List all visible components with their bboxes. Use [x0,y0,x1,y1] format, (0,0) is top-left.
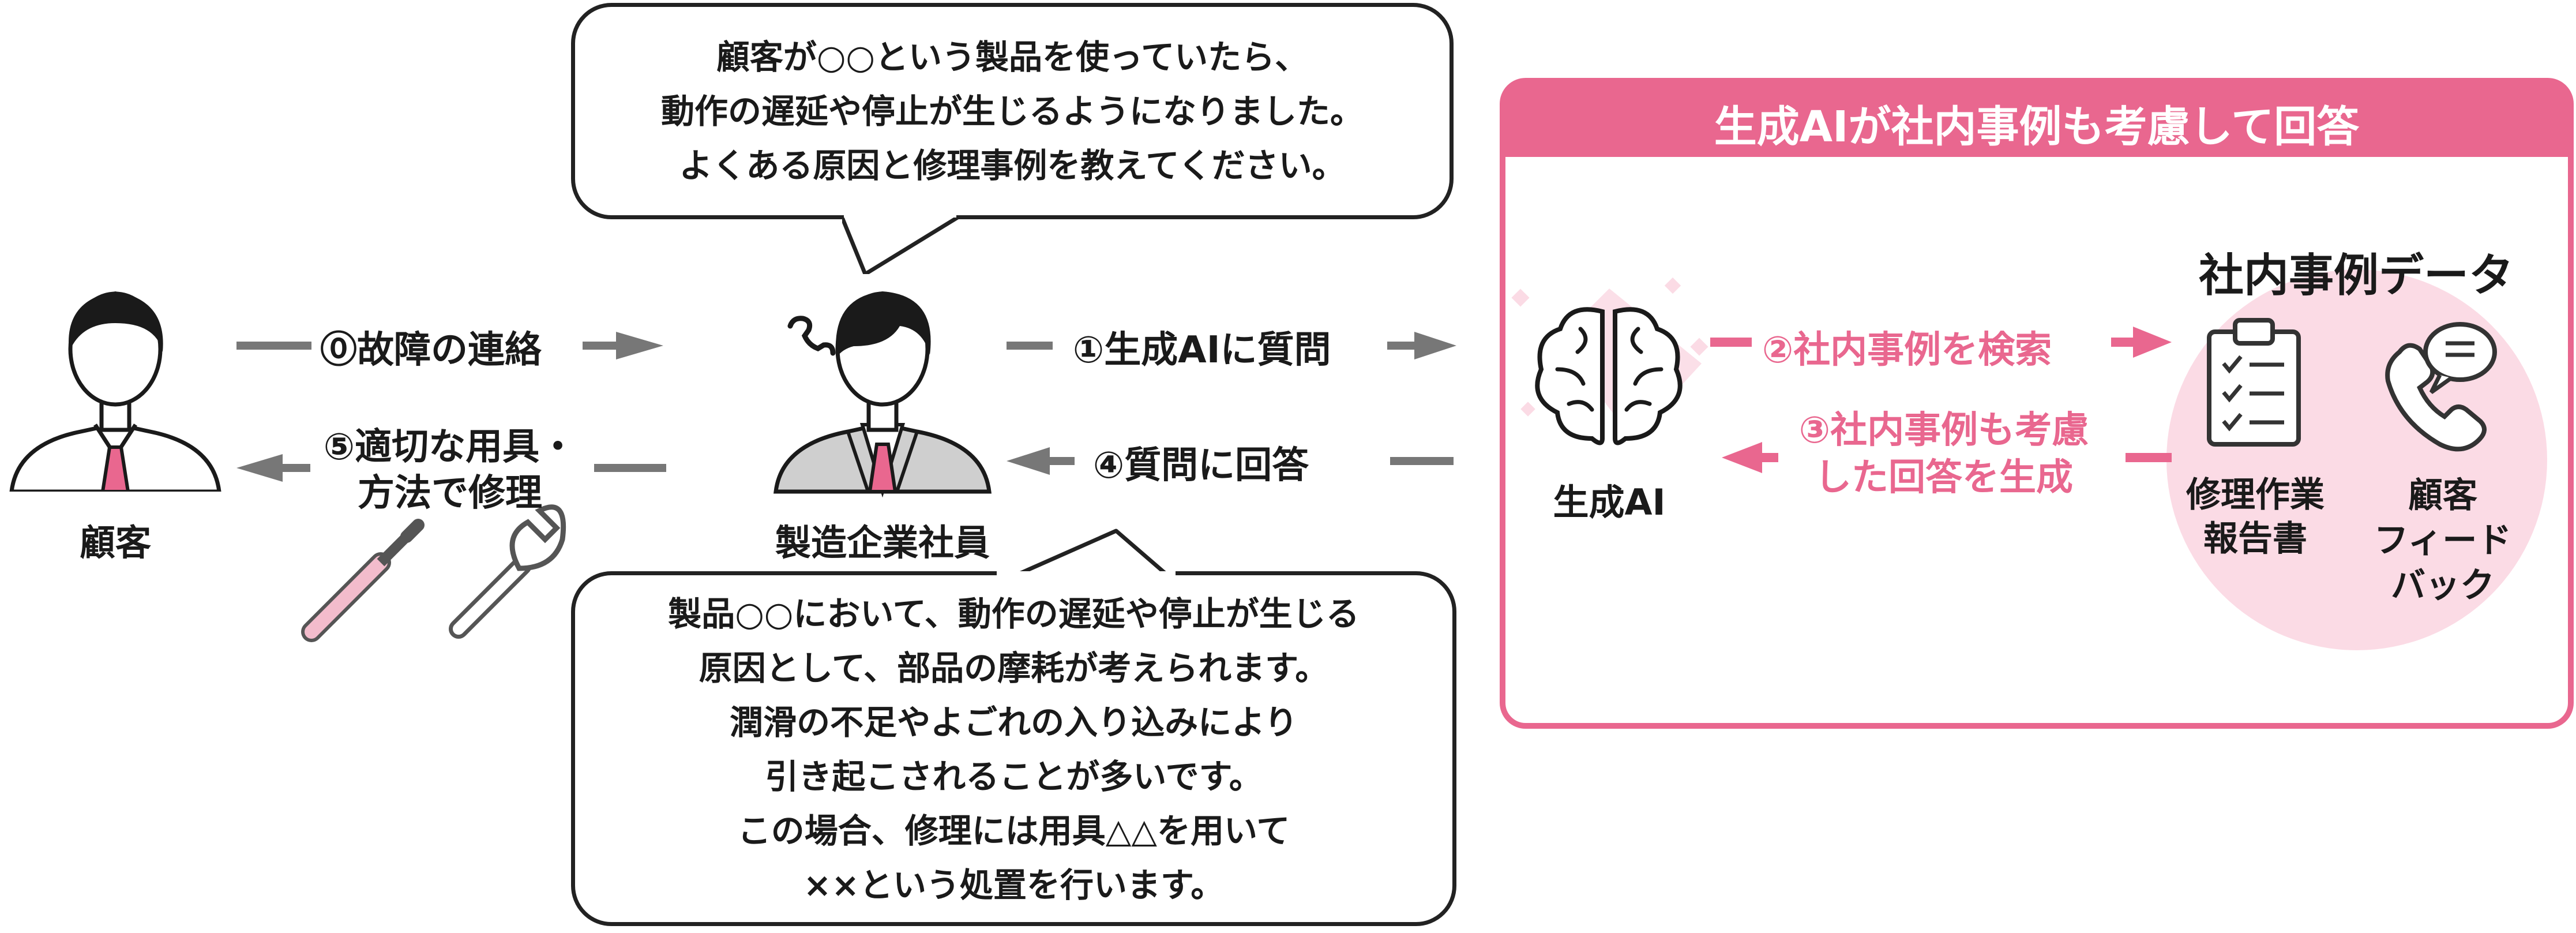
employee-label: 製造企業社員 [775,522,990,564]
answer-line-1: 製品○○において、動作の遅延や停止が生じる [668,594,1360,634]
step3-label: ③社内事例も考慮 した回答を生成 [1765,407,2123,501]
feedback-line-1: 顧客 [2408,475,2477,516]
ai-panel-header [1503,81,2571,157]
answer-line-3: 潤滑の不足やよごれの入り込みにより [730,703,1298,742]
answer-line-6: ××という処置を行います。 [803,865,1225,905]
ai-label: 生成AI [1553,481,1666,523]
step1-label: ①生成AIに質問 [1073,329,1331,372]
step5-line-2: 方法で修理 [358,472,542,515]
question-line-2: 動作の遅延や停止が生じるようになりました。 [660,92,1364,131]
question-bubble-tail [842,211,959,274]
answer-speech-bubble: 製品○○において、動作の遅延や停止が生じる 原因として、部品の摩耗が考えられます… [571,571,1456,926]
answer-line-2: 原因として、部品の摩耗が考えられます。 [699,649,1329,688]
step0-label: ⓪故障の連絡 [320,329,542,372]
step4-label: ④質問に回答 [1093,444,1309,487]
step3-line-2: した回答を生成 [1815,456,2073,499]
arrow-step2 [1710,327,2172,358]
arrow-step3 [1722,442,2172,473]
question-line-3: よくある原因と修理事例を教えてください。 [679,146,1346,185]
answer-line-5: この場合、修理には用具△△を用いて [737,811,1290,850]
answer-line-4: 引き起こされることが多いです。 [765,757,1263,796]
customer-label: 顧客 [79,522,151,564]
question-speech-bubble: 顧客が○○という製品を使っていたら、 動作の遅延や停止が生じるようになりました。… [571,3,1454,219]
clipboard-icon [2207,318,2301,447]
employee-person-icon [773,291,992,498]
repair-report-line-2: 報告書 [2203,519,2307,559]
feedback-label: 顧客 フィード バック [2353,473,2532,608]
arrow-step1 [1007,332,1456,359]
step2-label: ②社内事例を検索 [1762,329,2052,372]
step5-line-1: ⑤適切な用具・ [323,426,577,469]
feedback-line-3: バック [2391,565,2495,606]
brain-icon [1511,277,1708,445]
data-title: 社内事例データ [2198,250,2514,302]
phone-handset-icon [787,316,836,356]
feedback-line-2: フィード [2374,520,2512,561]
phone-feedback-icon [2385,322,2497,452]
step5-label: ⑤適切な用具・ 方法で修理 [311,424,588,516]
question-line-1: 顧客が○○という製品を使っていたら、 [716,38,1309,77]
customer-person-icon [9,291,221,492]
answer-tail-join [997,571,1176,578]
arrow-step5 [236,454,666,482]
step3-line-1: ③社内事例も考慮 [1798,409,2089,452]
ai-panel-title: 生成AIが社内事例も考慮して回答 [1714,102,2360,152]
wrench-icon [449,504,566,639]
arrow-step4 [1007,447,1454,475]
screwdriver-icon [301,519,425,642]
repair-report-label: 修理作業 報告書 [2169,473,2342,561]
arrow-step0 [236,332,663,359]
repair-report-line-1: 修理作業 [2186,475,2325,515]
